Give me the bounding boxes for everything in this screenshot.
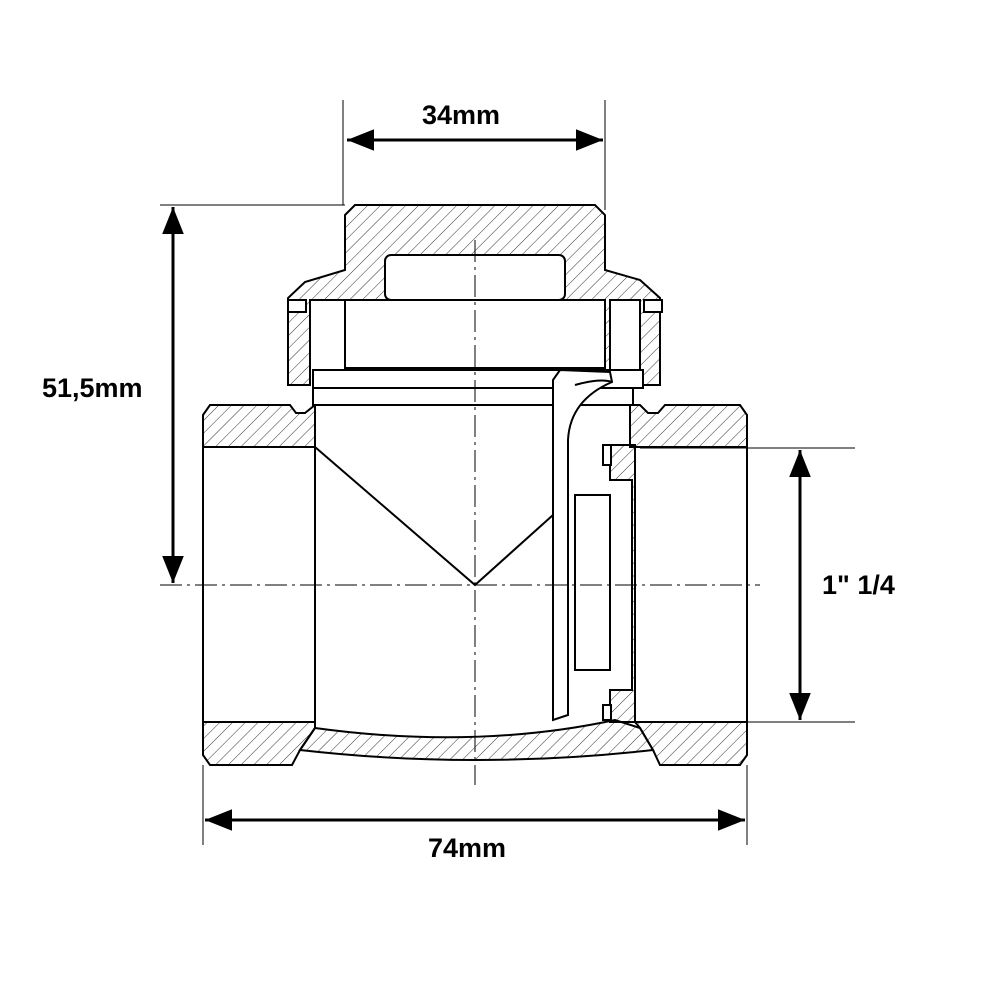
centerlines bbox=[160, 240, 760, 785]
internal-lines bbox=[314, 368, 614, 728]
o-ring-left bbox=[287, 299, 307, 313]
o-ring-right bbox=[643, 299, 663, 313]
thread-size-label: 1" 1/4 bbox=[822, 570, 895, 600]
cap-width-label: 34mm bbox=[422, 100, 501, 130]
dimension-arrows bbox=[162, 129, 811, 831]
length-label: 74mm bbox=[428, 833, 507, 863]
extension-lines bbox=[160, 100, 855, 845]
height-label: 51,5mm bbox=[42, 373, 143, 403]
